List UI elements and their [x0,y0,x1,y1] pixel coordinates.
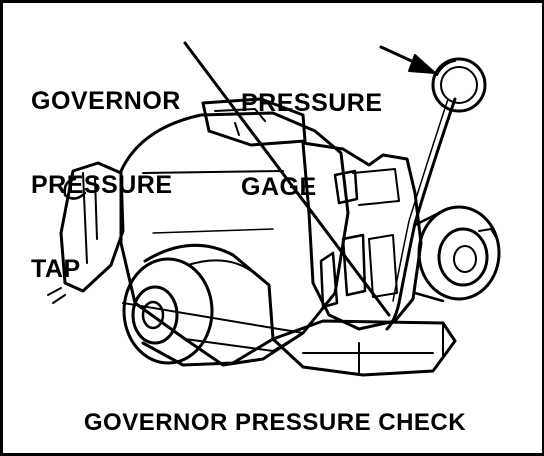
gage-label-line: PRESSURE [241,89,383,117]
governor-body [301,141,423,331]
output-housing [122,243,275,367]
pressure-gage-dial [431,57,487,113]
gage-arrowhead [408,54,436,74]
governor-pressure-tap-label: GOVERNOR PRESSURE TAP [31,31,181,339]
gage-label-line: GAGE [241,173,317,201]
caption-text: GOVERNOR PRESSURE CHECK [83,409,467,436]
top-cover [201,97,307,147]
governor-cover [413,205,501,303]
governor-label-line: GOVERNOR [31,87,181,115]
bellhousing-flange [47,161,125,304]
figure-caption: GOVERNOR PRESSURE CHECK [3,409,544,437]
governor-label-line: PRESSURE [31,171,173,199]
pressure-gage-label: PRESSURE GAGE [241,33,383,257]
transmission-illustration [47,41,501,377]
oil-pan [271,319,457,377]
tap-leader-line [183,41,391,317]
governor-label-line: TAP [31,255,81,283]
gage-hose [385,97,457,331]
